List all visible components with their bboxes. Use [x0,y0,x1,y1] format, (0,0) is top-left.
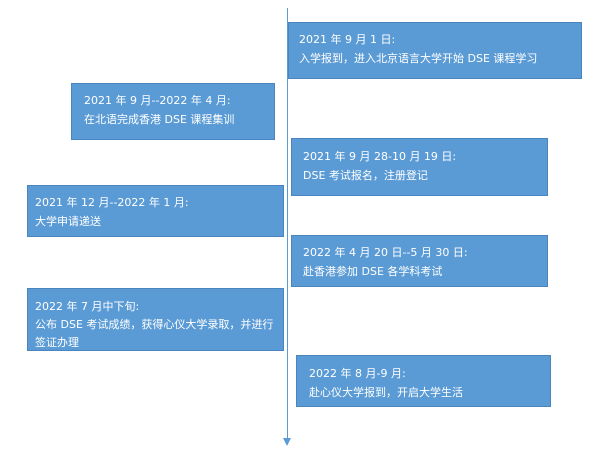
event-description: 赴心仪大学报到，开启大学生活 [309,386,463,399]
event-date: 2021 年 12 月--2022 年 1 月: [35,196,189,209]
event-date: 2021 年 9 月 28-10 月 19 日: [303,150,457,163]
timeline-event-training: 2021 年 9 月--2022 年 4 月: 在北语完成香港 DSE 课程集训 [71,83,275,140]
timeline-event-results: 2022 年 7 月中下旬: 公布 DSE 考试成绩，获得心仪大学录取，并进行签… [27,288,284,351]
event-description: 入学报到，进入北京语言大学开始 DSE 课程学习 [299,52,538,65]
event-description: 大学申请递送 [35,215,101,228]
event-description: DSE 考试报名，注册登记 [303,169,428,182]
timeline-event-enrollment: 2021 年 9 月 1 日: 入学报到，进入北京语言大学开始 DSE 课程学习 [288,22,582,79]
timeline-event-university-start: 2022 年 8 月-9 月: 赴心仪大学报到，开启大学生活 [296,355,551,407]
event-description: 公布 DSE 考试成绩，获得心仪大学录取，并进行签证办理 [35,318,274,349]
event-description: 在北语完成香港 DSE 课程集训 [84,113,235,126]
event-date: 2021 年 9 月--2022 年 4 月: [84,94,231,107]
timeline-axis [287,8,288,440]
event-description: 赴香港参加 DSE 各学科考试 [303,265,443,278]
event-date: 2022 年 7 月中下旬: [35,300,140,313]
timeline-event-registration: 2021 年 9 月 28-10 月 19 日: DSE 考试报名，注册登记 [291,138,548,196]
timeline-event-application: 2021 年 12 月--2022 年 1 月: 大学申请递送 [27,185,284,237]
event-date: 2022 年 4 月 20 日--5 月 30 日: [303,246,468,259]
event-date: 2021 年 9 月 1 日: [299,33,396,46]
event-date: 2022 年 8 月-9 月: [309,367,406,380]
timeline-arrow-head [283,438,291,446]
timeline-event-exam: 2022 年 4 月 20 日--5 月 30 日: 赴香港参加 DSE 各学科… [291,235,548,287]
